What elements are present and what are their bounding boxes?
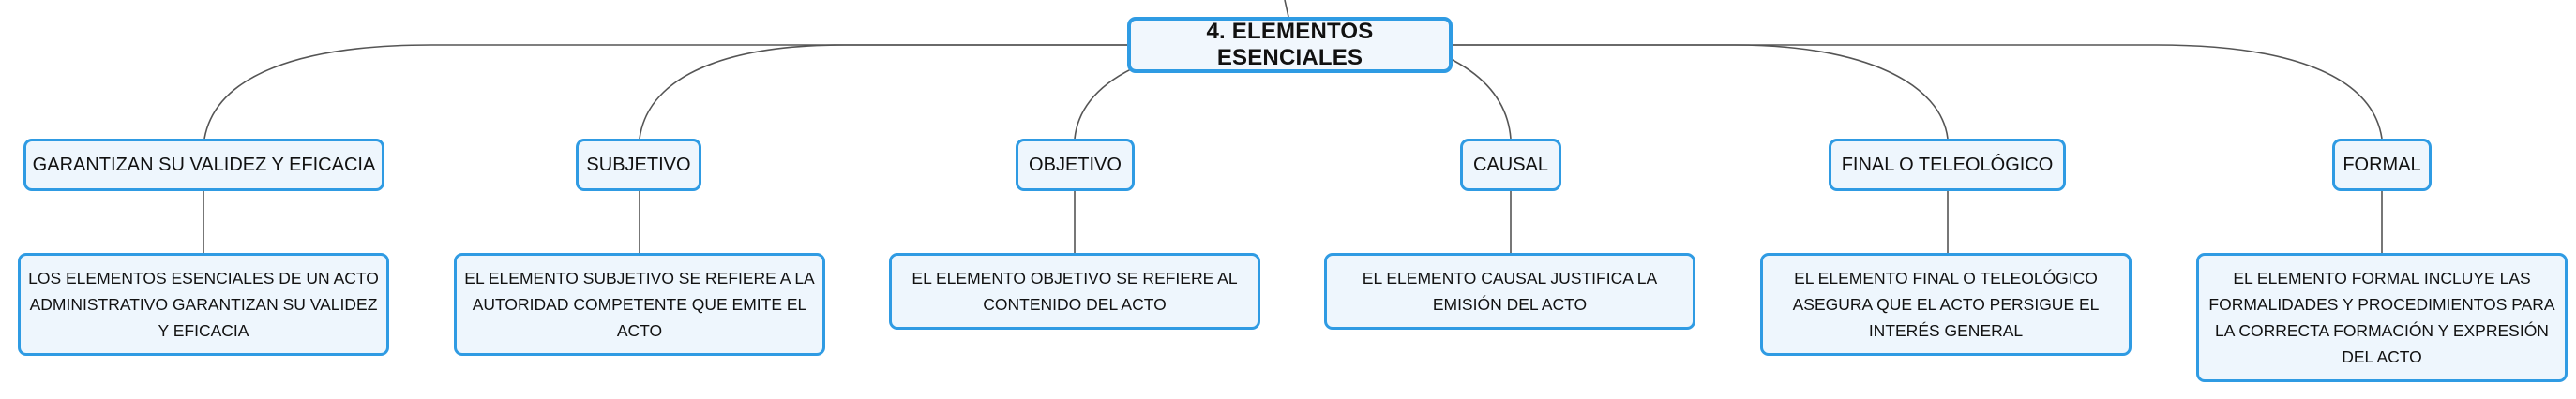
detail-node-text: EL ELEMENTO FORMAL INCLUYE LAS FORMALIDA… [2208, 269, 2555, 366]
detail-node-formal[interactable]: EL ELEMENTO FORMAL INCLUYE LAS FORMALIDA… [2196, 253, 2568, 382]
topic-node-label: CAUSAL [1472, 154, 1549, 175]
topic-node-label: FORMAL [2343, 154, 2421, 175]
topic-node-final[interactable]: FINAL O TELEOLÓGICO [1829, 139, 2066, 191]
detail-node-final[interactable]: EL ELEMENTO FINAL O TELEOLÓGICO ASEGURA … [1760, 253, 2132, 356]
detail-node-text: EL ELEMENTO OBJETIVO SE REFIERE AL CONTE… [911, 269, 1238, 314]
topic-node-objetivo[interactable]: OBJETIVO [1016, 139, 1135, 191]
topic-node-label: GARANTIZAN SU VALIDEZ Y EFICACIA [32, 154, 376, 175]
root-node[interactable]: 4. ELEMENTOS ESENCIALES [1127, 17, 1453, 73]
topic-node-label: FINAL O TELEOLÓGICO [1841, 154, 2054, 175]
detail-node-causal[interactable]: EL ELEMENTO CAUSAL JUSTIFICA LA EMISIÓN … [1324, 253, 1695, 330]
topic-node-label: OBJETIVO [1029, 154, 1122, 175]
detail-node-text: EL ELEMENTO CAUSAL JUSTIFICA LA EMISIÓN … [1362, 269, 1658, 314]
connector-root-causal [1448, 57, 1512, 140]
topic-node-garantizan[interactable]: GARANTIZAN SU VALIDEZ Y EFICACIA [23, 139, 384, 191]
detail-node-text: LOS ELEMENTOS ESENCIALES DE UN ACTO ADMI… [28, 269, 379, 340]
topic-node-formal[interactable]: FORMAL [2332, 139, 2432, 191]
detail-node-garantizan[interactable]: LOS ELEMENTOS ESENCIALES DE UN ACTO ADMI… [18, 253, 389, 356]
detail-node-objetivo[interactable]: EL ELEMENTO OBJETIVO SE REFIERE AL CONTE… [889, 253, 1260, 330]
connector-parent [1284, 0, 1289, 18]
topic-node-subjetivo[interactable]: SUBJETIVO [576, 139, 701, 191]
connector-root-final [1453, 44, 1949, 140]
root-node-label: 4. ELEMENTOS ESENCIALES [1206, 19, 1374, 70]
connector-root-garantizan [203, 44, 1127, 140]
detail-node-text: EL ELEMENTO SUBJETIVO SE REFIERE A LA AU… [464, 269, 815, 340]
connector-root-subjetivo [639, 44, 1127, 140]
topic-node-causal[interactable]: CAUSAL [1460, 139, 1561, 191]
connector-root-formal [1453, 44, 2383, 140]
topic-node-label: SUBJETIVO [586, 154, 691, 175]
detail-node-subjetivo[interactable]: EL ELEMENTO SUBJETIVO SE REFIERE A LA AU… [454, 253, 825, 356]
detail-node-text: EL ELEMENTO FINAL O TELEOLÓGICO ASEGURA … [1792, 269, 2100, 340]
